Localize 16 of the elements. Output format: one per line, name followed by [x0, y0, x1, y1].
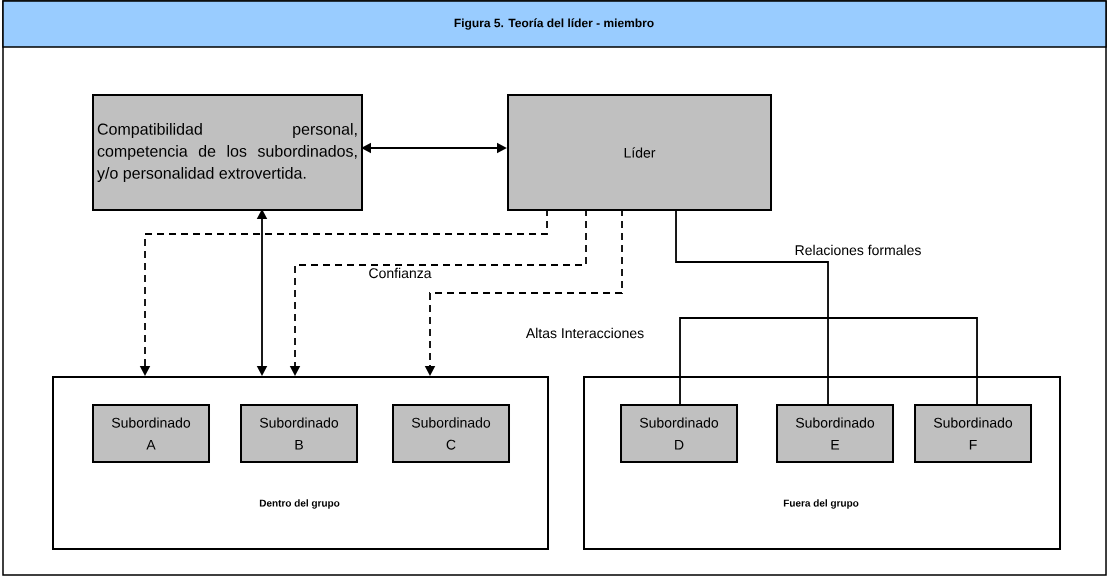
connector-line: [675, 208, 829, 319]
subordinate-box: Subordinado D: [620, 404, 738, 463]
annotation: Relaciones formales: [795, 244, 921, 256]
subordinate-box: Subordinado F: [914, 404, 1032, 463]
leader-box: Líder: [507, 94, 772, 211]
factor-box: Compatibilidad personal, competencia de los subordinados, y/o personalidad extrovertida.: [92, 94, 363, 211]
connector-line: [827, 317, 829, 405]
subordinate-box: Subordinado C: [392, 404, 510, 463]
title-band: Figura 5. Teoría del líder - miembro: [2, 0, 1107, 48]
subordinate-box: Subordinado A: [92, 404, 210, 463]
connector-line: [679, 317, 829, 405]
subordinate-box: Subordinado E: [776, 404, 894, 463]
annotation: Confianza: [369, 267, 432, 279]
subordinate-box: Subordinado B: [240, 404, 358, 463]
connector-line: [827, 317, 978, 405]
annotation: Altas Interacciones: [525, 327, 644, 339]
